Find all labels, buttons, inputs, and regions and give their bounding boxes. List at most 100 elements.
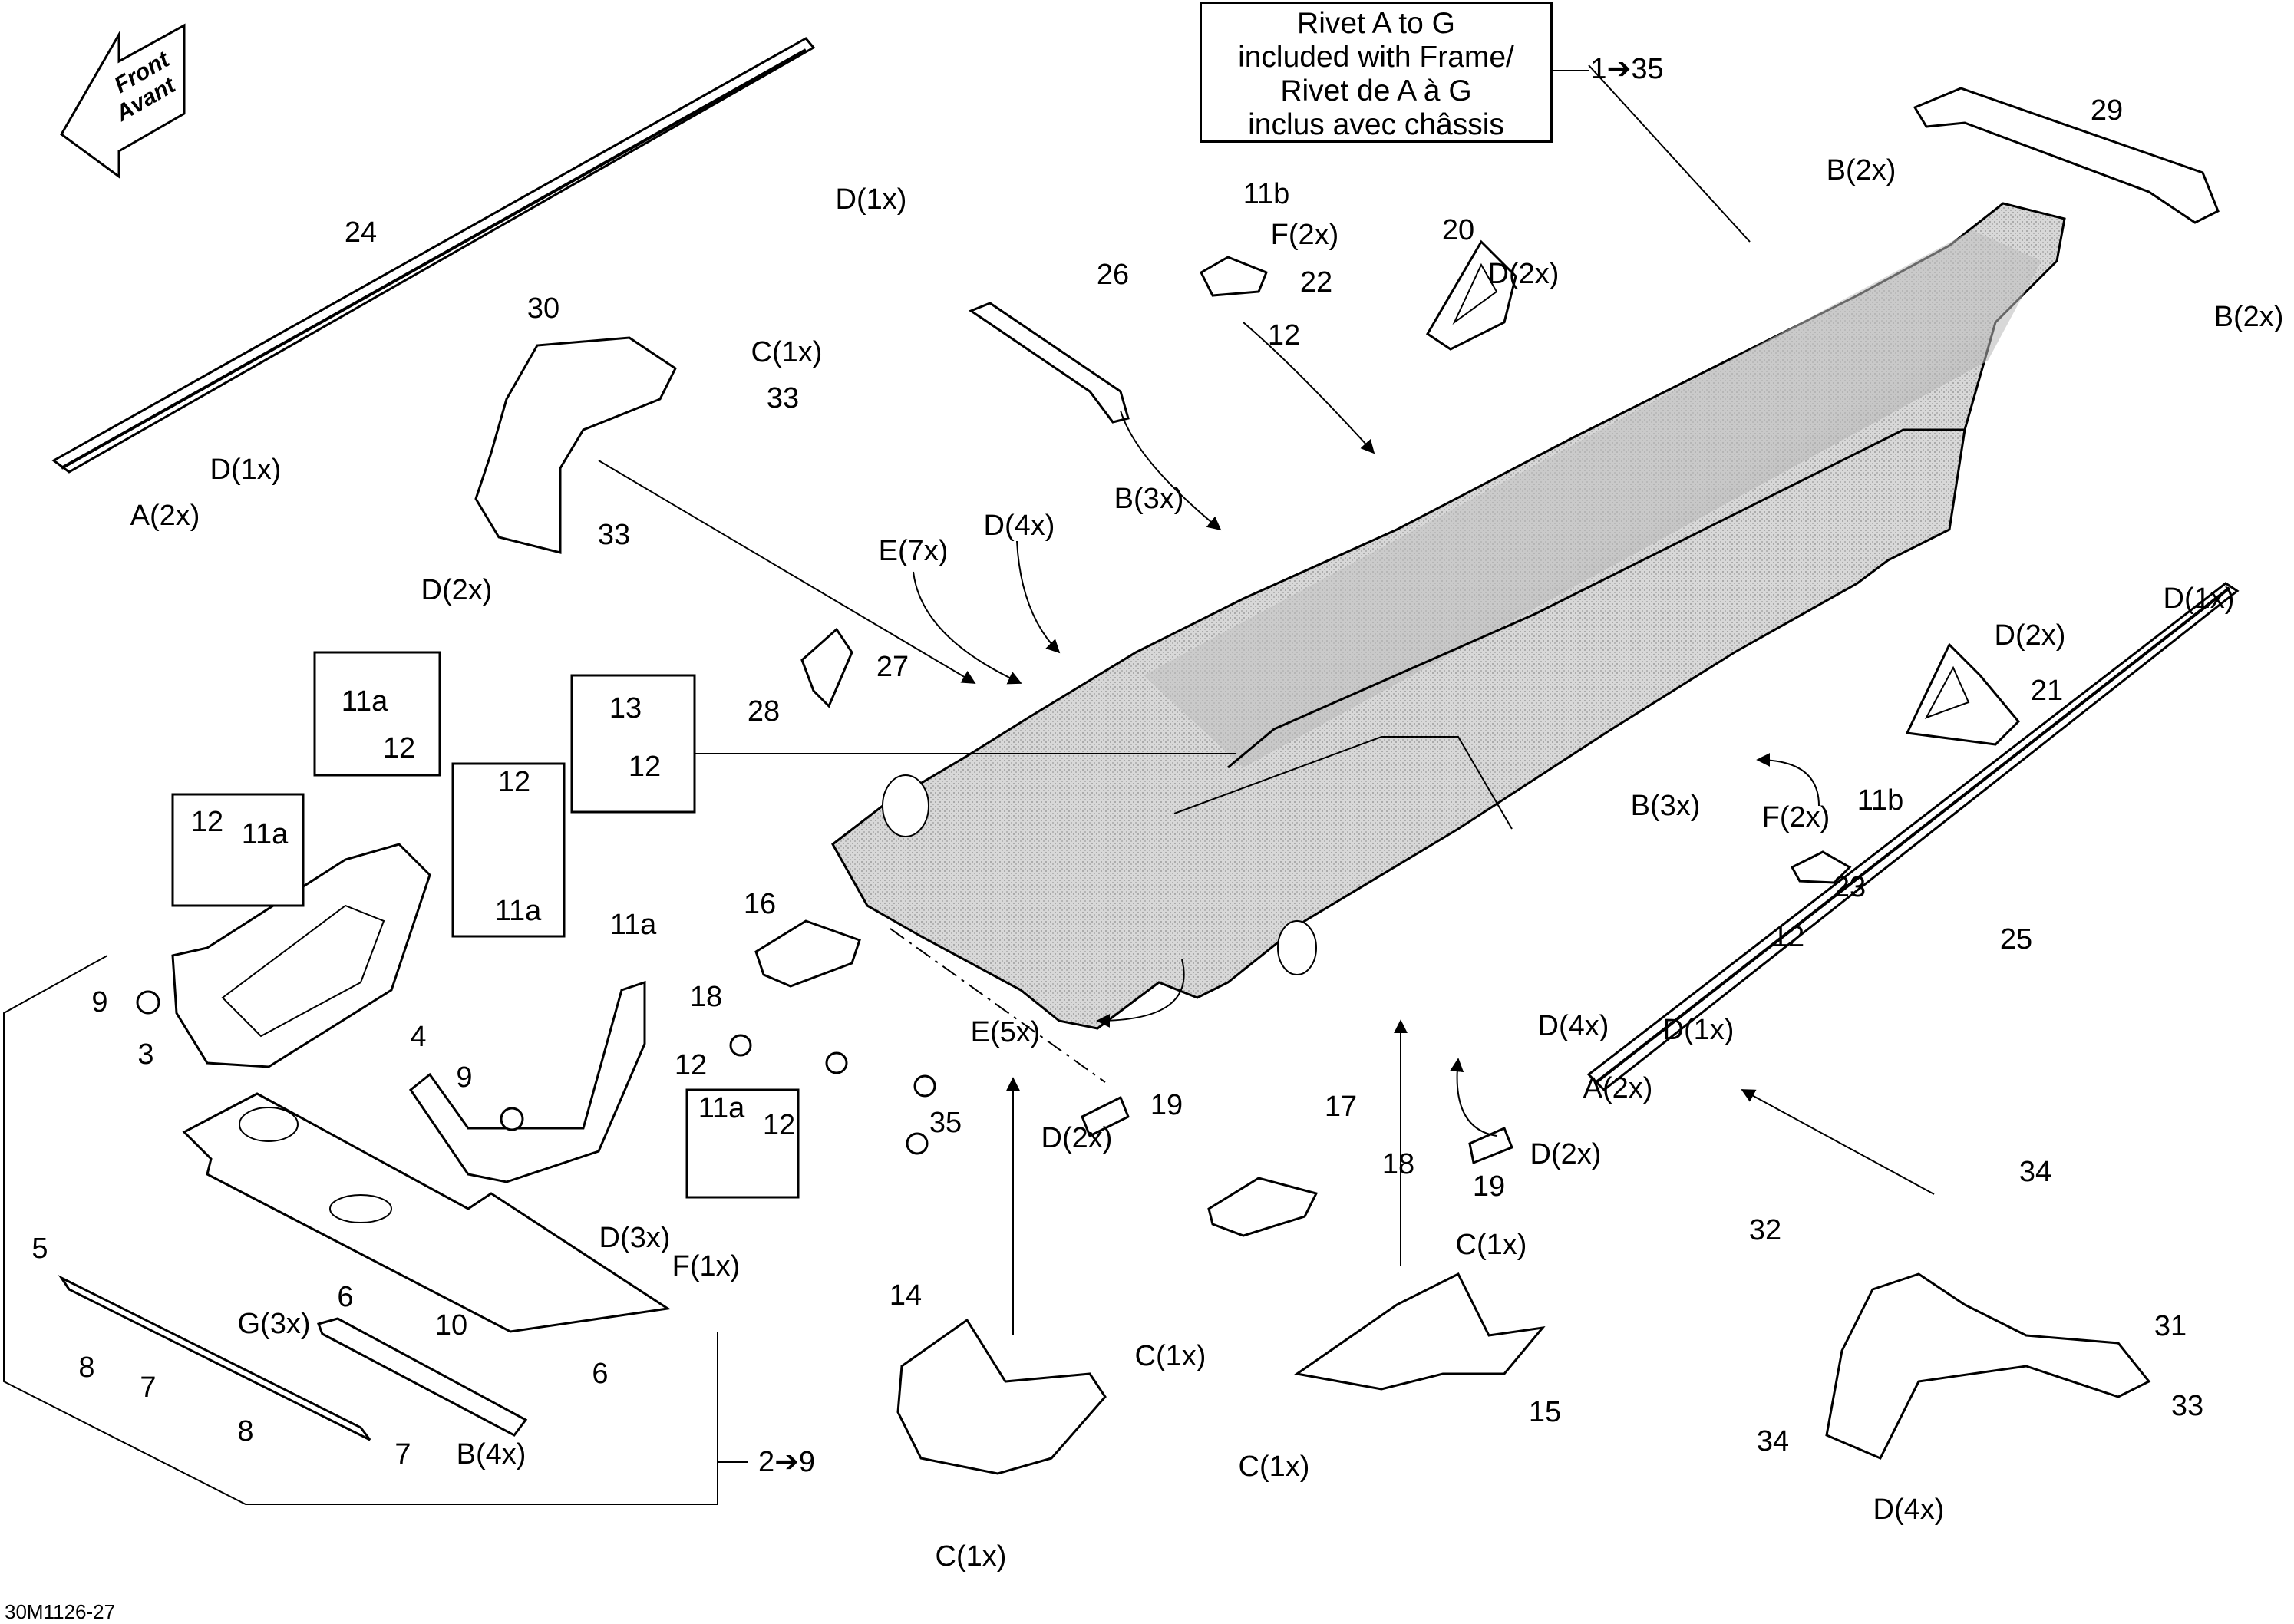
callout-box-11a-12-c — [685, 1088, 800, 1199]
callout-33: 33 — [766, 382, 800, 414]
drawing-code: 30M1126-27 — [5, 1600, 116, 1623]
callout-12: 12 — [497, 766, 531, 798]
washer-35-a — [729, 1034, 752, 1057]
callout-a-2x: A(2x) — [130, 500, 200, 532]
part-15-panel — [1294, 1272, 1546, 1391]
callout-26: 26 — [1096, 259, 1130, 291]
callout-27: 27 — [876, 651, 909, 683]
callout-18: 18 — [689, 981, 723, 1013]
callout-11a: 11a — [494, 895, 542, 927]
callout-11a: 11a — [241, 818, 289, 850]
callout-11b: 11b — [1857, 784, 1904, 817]
note-line-3: Rivet de A à G — [1280, 74, 1472, 107]
callout-12: 12 — [628, 751, 662, 783]
callout-c-1x: C(1x) — [1134, 1340, 1206, 1372]
callout-d-3x: D(3x) — [599, 1222, 671, 1254]
callout-18: 18 — [1381, 1148, 1415, 1180]
callout-d-2x: D(2x) — [1994, 619, 2066, 652]
callout-f-1x: F(1x) — [672, 1250, 741, 1282]
part-20-gusset — [1425, 239, 1517, 351]
part-16-mount — [754, 919, 861, 988]
callout-3: 3 — [137, 1038, 154, 1071]
callout-29: 29 — [2090, 94, 2124, 127]
part-31-bracket — [1825, 1272, 2151, 1460]
callout-7: 7 — [394, 1438, 411, 1471]
callout-c-1x: C(1x) — [1238, 1451, 1310, 1483]
range-label-2-9: 2➔9 — [758, 1446, 816, 1478]
part-5-rail — [58, 1275, 371, 1441]
callout-box-12-11a-cluster — [451, 762, 566, 938]
callout-d-1x: D(1x) — [1662, 1014, 1735, 1046]
range-label-1-35: 1➔35 — [1590, 53, 1664, 85]
part-26-bracket — [968, 302, 1130, 424]
callout-11a: 11a — [698, 1092, 745, 1124]
callout-a-2x: A(2x) — [1583, 1072, 1653, 1104]
note-line-2: included with Frame/ — [1238, 41, 1514, 74]
callout-box-13-12 — [570, 674, 696, 814]
part-25-rail-right — [1586, 582, 2240, 1092]
part-29-crossmember — [1913, 87, 2220, 224]
callout-12: 12 — [762, 1109, 796, 1141]
callout-30: 30 — [526, 292, 560, 325]
part-4-front-frame — [408, 980, 646, 1183]
part-24-rail-left — [51, 37, 816, 474]
note-line-4: inclus avec châssis — [1248, 108, 1504, 141]
washer-35-d — [906, 1132, 929, 1155]
callout-box-11a-12-a — [313, 651, 441, 777]
callout-d-2x: D(2x) — [1041, 1122, 1113, 1154]
callout-22: 22 — [1299, 266, 1333, 299]
group-bracket-2-9 — [3, 955, 748, 1505]
callout-8: 8 — [78, 1352, 95, 1384]
callout-17: 17 — [1324, 1091, 1358, 1123]
bushing-9-b — [500, 1107, 524, 1131]
callout-14: 14 — [889, 1279, 923, 1312]
callout-4: 4 — [410, 1021, 427, 1053]
callout-6: 6 — [592, 1358, 609, 1390]
callout-10: 10 — [434, 1309, 468, 1342]
callout-34: 34 — [2018, 1156, 2052, 1188]
callout-33: 33 — [597, 519, 631, 551]
part-14-panel — [896, 1318, 1107, 1475]
callout-19: 19 — [1472, 1170, 1506, 1203]
callout-34: 34 — [1756, 1425, 1790, 1457]
part-22-bracket — [1200, 256, 1268, 297]
callout-e-7x: E(7x) — [878, 535, 949, 567]
part-17-mount — [1207, 1177, 1319, 1237]
callout-f-2x: F(2x) — [1270, 219, 1339, 251]
callout-f-2x: F(2x) — [1761, 801, 1830, 833]
callout-12: 12 — [674, 1049, 708, 1081]
part-23-bracket — [1790, 850, 1852, 884]
callout-c-1x: C(1x) — [1455, 1229, 1527, 1261]
note-line-1: Rivet A to G — [1297, 7, 1455, 40]
callout-d-2x: D(2x) — [1487, 258, 1560, 290]
callout-25: 25 — [1999, 923, 2033, 956]
part-10-rail — [317, 1317, 528, 1437]
callout-b-2x: B(2x) — [2213, 301, 2284, 333]
callout-28: 28 — [747, 695, 781, 728]
floor-plate — [182, 1092, 672, 1333]
callout-16: 16 — [743, 888, 777, 920]
rivet-note-box: Rivet A to G included with Frame/ Rivet … — [1200, 2, 1553, 143]
washer-35-b — [825, 1051, 848, 1074]
callout-11b: 11b — [1243, 178, 1290, 210]
callout-32: 32 — [1748, 1214, 1782, 1246]
callout-g-3x: G(3x) — [237, 1308, 311, 1340]
callout-b-4x: B(4x) — [456, 1438, 526, 1471]
bushing-9-a — [136, 990, 160, 1015]
part-19-plate-right — [1468, 1126, 1513, 1165]
callout-b-2x: B(2x) — [1826, 154, 1896, 186]
part-30-bracket — [474, 336, 677, 554]
callout-d-1x: D(1x) — [835, 183, 907, 216]
front-direction-arrow-icon — [60, 23, 186, 179]
callout-12: 12 — [1267, 319, 1301, 352]
callout-d-4x: D(4x) — [1537, 1010, 1609, 1042]
callout-24: 24 — [344, 216, 378, 249]
callout-12: 12 — [1771, 921, 1805, 953]
callout-d-2x: D(2x) — [1530, 1138, 1602, 1170]
callout-31: 31 — [2154, 1310, 2187, 1342]
leader-lines — [598, 64, 1935, 1335]
tunnel-frame — [831, 202, 2066, 1030]
callout-9: 9 — [456, 1061, 473, 1094]
callout-c-1x: C(1x) — [935, 1540, 1007, 1573]
